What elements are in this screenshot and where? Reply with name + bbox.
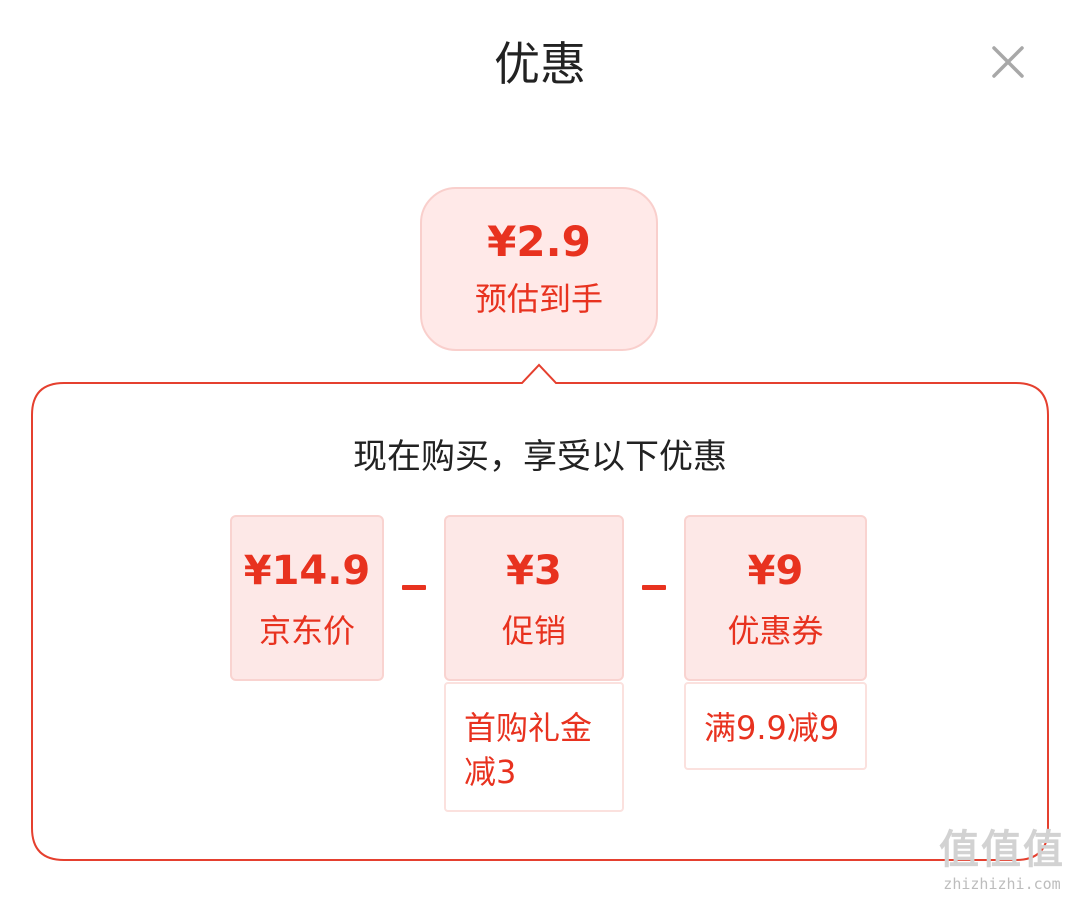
promotion-amount: ¥3 [506,548,562,594]
jd-price-box: ¥14.9 京东价 [230,515,384,681]
close-icon [992,46,1024,78]
minus-sign [642,585,666,590]
minus-sign [402,585,426,590]
promotion-detail-line2: 减3 [464,753,517,791]
watermark-logo: 值值值 [939,827,1065,873]
estimated-price: ¥2.9 [487,217,591,266]
coupon-detail-line1: 满9.9减9 [704,709,840,747]
estimated-price-box: ¥2.9 预估到手 [420,187,658,351]
promotion-label: 促销 [501,612,566,650]
promotion-detail: 首购礼金 减3 [444,682,624,812]
coupon-label: 优惠券 [727,612,824,650]
breakdown-heading: 现在购买，享受以下优惠 [353,437,727,477]
promotion-box: ¥3 促销 [444,515,624,681]
close-button[interactable] [982,38,1034,90]
watermark-url: zhizhizhi.com [943,875,1061,893]
sheet-title: 优惠 [494,37,586,91]
jd-price-amount: ¥14.9 [243,548,371,594]
coupon-detail: 满9.9减9 [684,682,867,770]
watermark: 值值值 zhizhizhi.com [928,826,1076,904]
jd-price-label: 京东价 [258,612,355,650]
estimated-price-label: 预估到手 [474,280,603,318]
coupon-amount: ¥9 [747,548,804,594]
promotion-detail-line1: 首购礼金 [464,709,593,747]
coupon-box: ¥9 优惠券 [684,515,867,681]
